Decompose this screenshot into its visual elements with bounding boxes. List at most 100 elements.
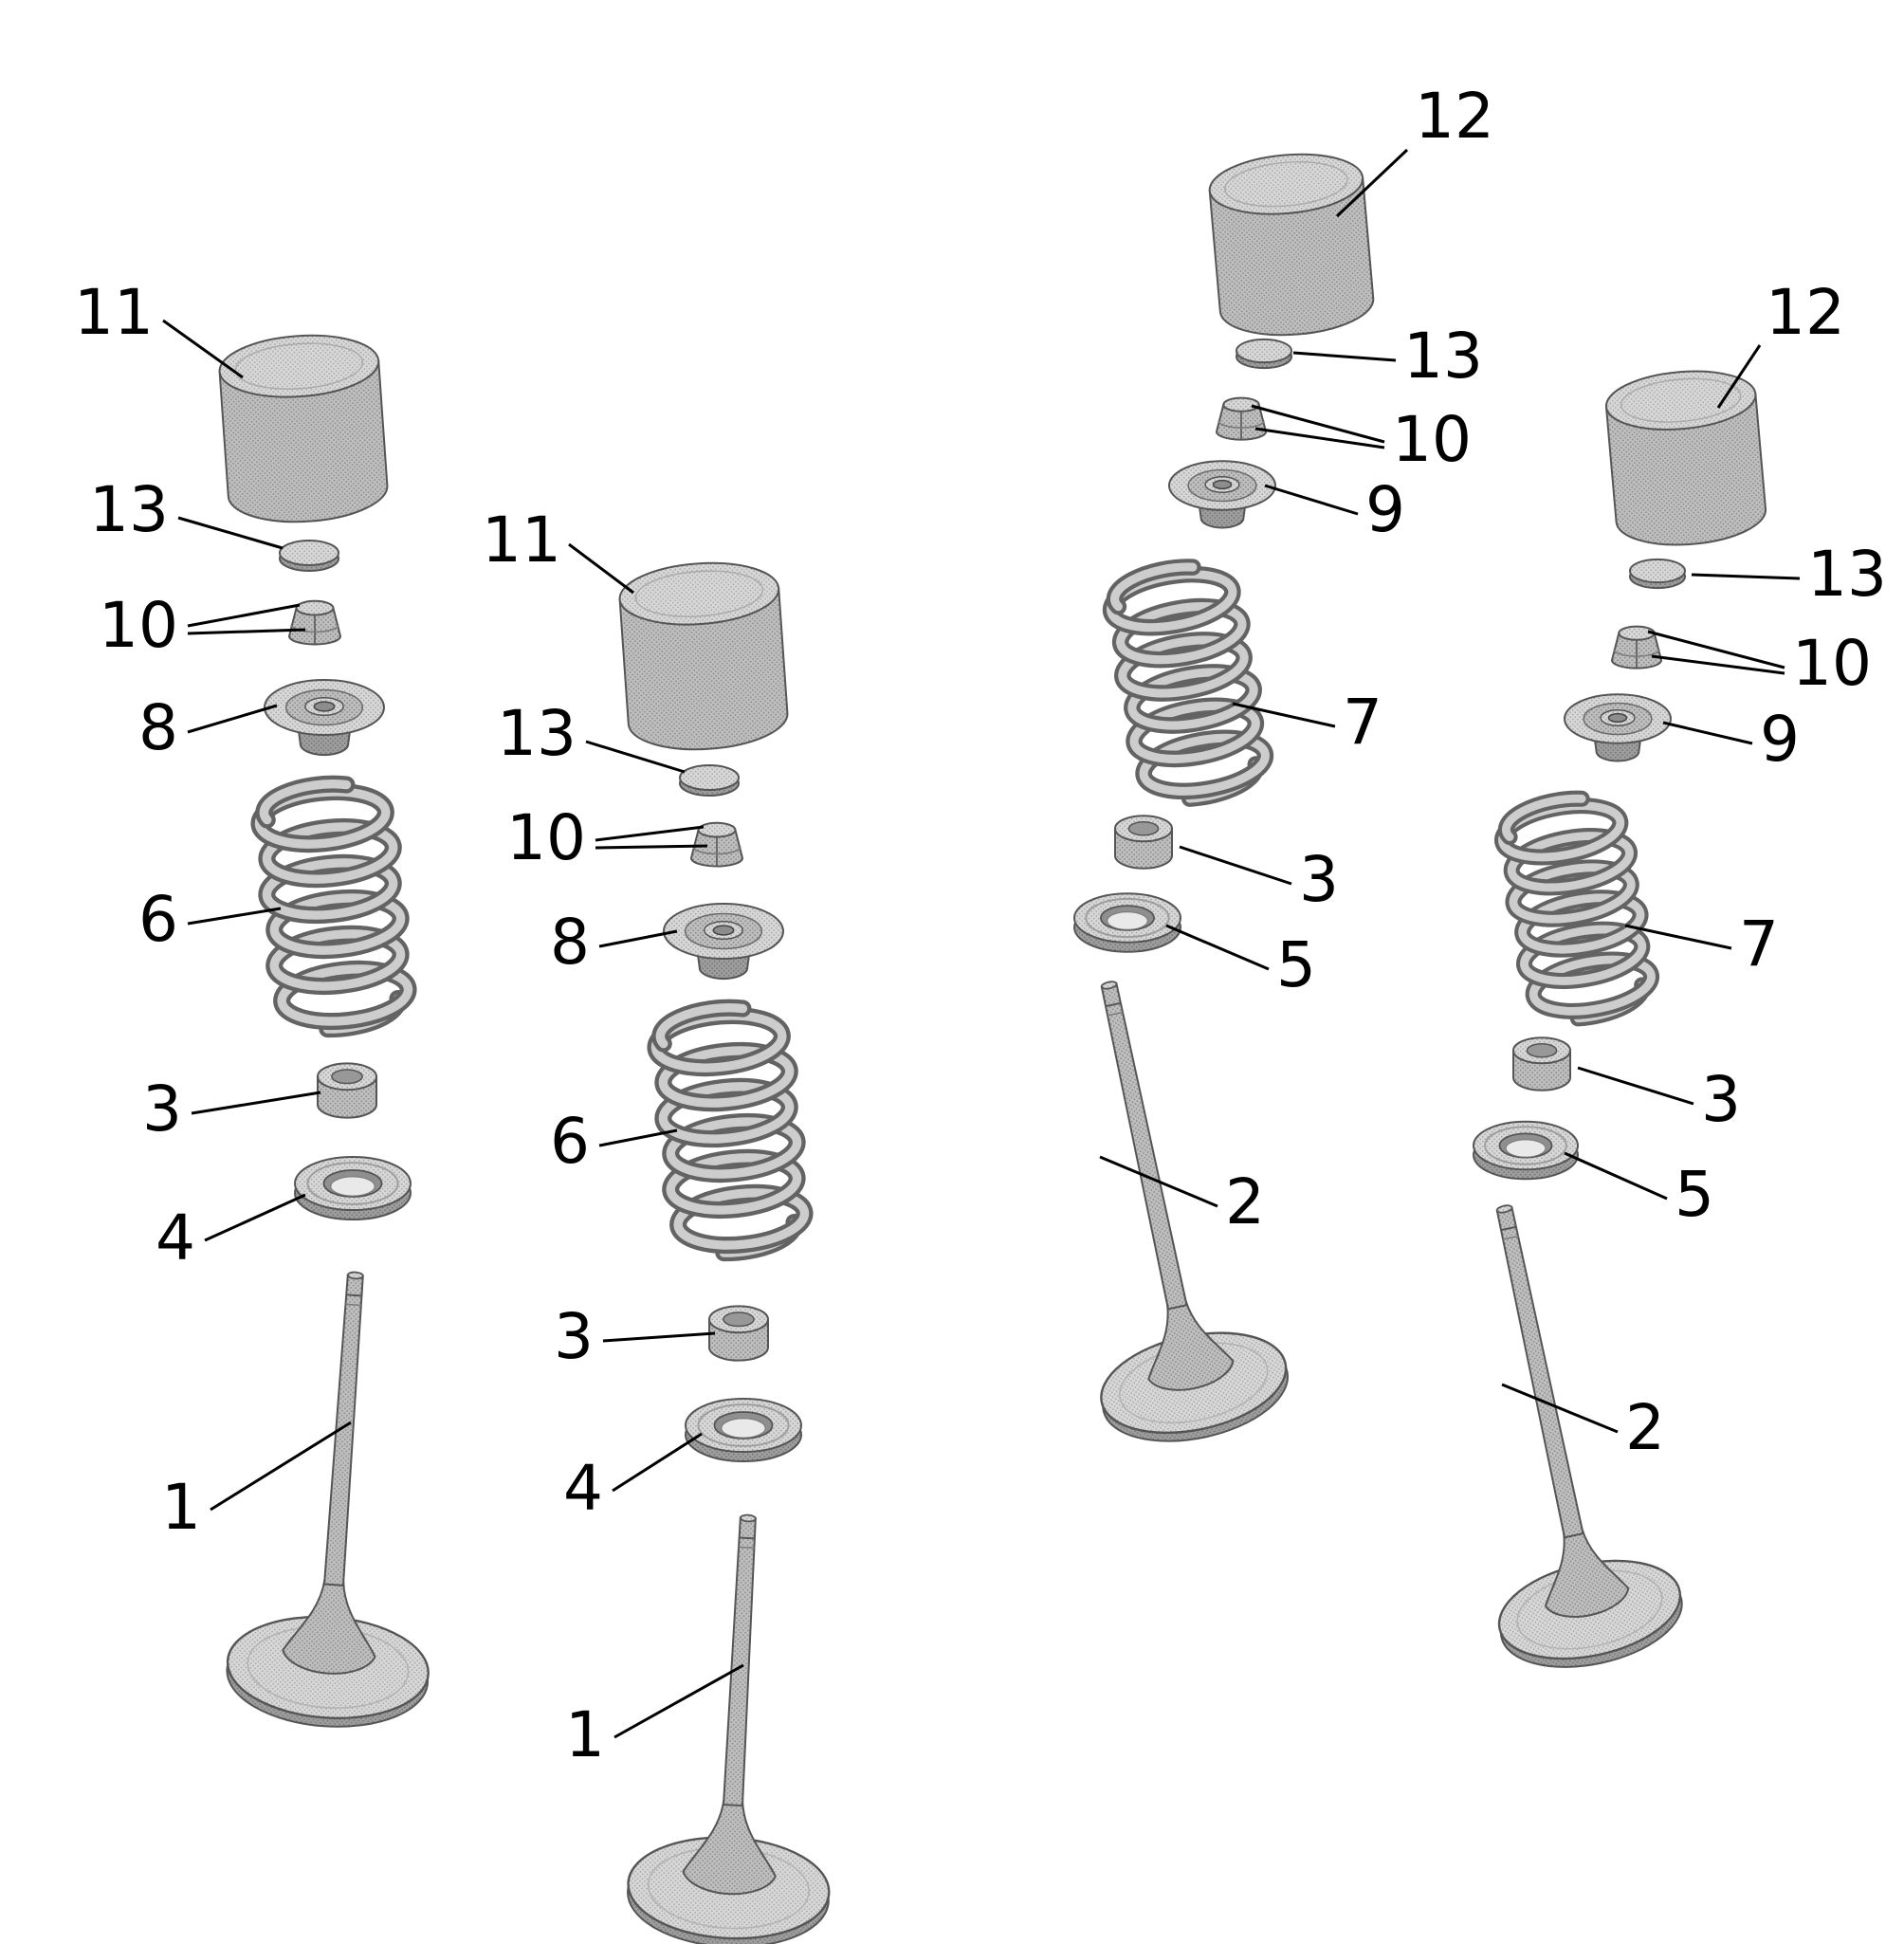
a2-valve-spring-6 (647, 999, 814, 1262)
callout-label-3: 3 (1299, 843, 1339, 916)
a1-stem-seal-3 (317, 1062, 377, 1119)
leader-line (568, 542, 634, 595)
leader-line (210, 1421, 352, 1512)
callout-label-10: 10 (506, 801, 586, 874)
a3-stem-seal-3 (1114, 815, 1173, 870)
a3-spring-retainer-9 (1168, 460, 1276, 529)
leader-line (177, 516, 284, 550)
callout-label-13: 13 (497, 697, 577, 770)
leader-line (1165, 924, 1270, 971)
callout-label-12: 12 (1415, 80, 1494, 153)
leader-line (1099, 1155, 1218, 1208)
leader-line (612, 1432, 703, 1493)
leader-line (595, 844, 708, 850)
callout-label-5: 5 (1276, 928, 1316, 1001)
a1-spring-seat-4 (294, 1155, 412, 1221)
leader-line (1232, 702, 1336, 728)
callout-label-3: 3 (554, 1300, 594, 1373)
callout-label-1: 1 (565, 1698, 605, 1771)
a2-tappet-bucket-11 (618, 561, 789, 751)
leader-line (1577, 1066, 1694, 1106)
a3-exhaust-valve-2 (1100, 981, 1290, 1442)
a4-tappet-bucket-12 (1604, 370, 1767, 546)
leader-line (1651, 654, 1785, 675)
a4-stem-seal-3 (1512, 1036, 1571, 1091)
a1-intake-valve-1 (226, 1271, 430, 1728)
callout-label-13: 13 (1807, 538, 1887, 611)
a2-spring-seat-4 (685, 1397, 802, 1463)
a1-adjusting-shim-13 (279, 539, 339, 573)
leader-line (585, 740, 686, 774)
callout-label-6: 6 (138, 883, 178, 956)
a1-tappet-bucket-11 (218, 334, 389, 523)
callout-label-7: 7 (1739, 908, 1779, 981)
a1-valve-spring-6 (250, 775, 417, 1038)
a1-valve-cotters-10 (287, 599, 342, 646)
a4-exhaust-valve-2 (1495, 1204, 1683, 1668)
a2-spring-retainer-8 (663, 903, 784, 981)
callout-label-10: 10 (1392, 403, 1472, 476)
callout-label-12: 12 (1766, 276, 1845, 349)
leader-line (187, 907, 282, 926)
leader-line (1647, 630, 1785, 669)
callout-label-7: 7 (1343, 686, 1382, 759)
a4-adjusting-shim-13 (1629, 558, 1686, 590)
leader-line (1179, 845, 1292, 886)
callout-label-11: 11 (482, 504, 561, 577)
a4-spring-retainer-9 (1564, 693, 1672, 762)
leader-line (1251, 404, 1385, 444)
leader-line (187, 628, 306, 635)
a4-valve-cotters-10 (1610, 625, 1663, 669)
callout-label-9: 9 (1760, 703, 1800, 776)
leader-line (191, 1091, 321, 1115)
callout-layer: 1113108634111131086341121310973521213109… (74, 80, 1887, 1771)
leader-line (204, 1193, 306, 1242)
parts-layer (218, 153, 1767, 1944)
callout-label-4: 4 (156, 1201, 195, 1275)
callout-label-6: 6 (550, 1105, 590, 1178)
leader-line (595, 825, 705, 842)
callout-label-2: 2 (1225, 1165, 1265, 1238)
leader-line (1292, 351, 1397, 362)
a2-valve-cotters-10 (689, 821, 744, 868)
a3-valve-cotters-10 (1215, 396, 1268, 441)
leader-line (1254, 427, 1385, 449)
callout-label-13: 13 (1403, 320, 1483, 393)
a3-adjusting-shim-13 (1236, 338, 1292, 370)
leader-line (1564, 1151, 1668, 1201)
callout-label-13: 13 (89, 473, 169, 546)
leader-line (1662, 721, 1753, 745)
a4-spring-seat-5 (1473, 1120, 1579, 1181)
leader-line (602, 1331, 716, 1343)
a4-valve-spring-7 (1493, 790, 1660, 1027)
callout-label-8: 8 (138, 691, 178, 764)
leader-line (598, 1128, 678, 1147)
leader-line (598, 929, 678, 948)
a3-spring-seat-5 (1073, 892, 1181, 953)
a2-stem-seal-3 (708, 1305, 769, 1362)
callout-label-2: 2 (1625, 1391, 1665, 1464)
callout-label-8: 8 (550, 906, 590, 979)
leader-line (187, 704, 278, 734)
callout-label-3: 3 (142, 1073, 182, 1146)
leader-line (187, 603, 301, 628)
leader-line (162, 319, 244, 379)
callout-label-10: 10 (1792, 627, 1872, 700)
callout-label-9: 9 (1365, 473, 1405, 546)
a3-tappet-bucket-12 (1208, 153, 1375, 337)
leader-line (613, 1663, 744, 1739)
a3-valve-spring-7 (1102, 559, 1274, 807)
leader-line (1716, 344, 1762, 409)
callout-label-1: 1 (161, 1471, 201, 1544)
a2-intake-valve-1 (627, 1513, 831, 1944)
leader-line (1264, 484, 1359, 516)
callout-label-10: 10 (99, 589, 178, 662)
a1-spring-retainer-8 (264, 679, 385, 757)
leader-line (1624, 924, 1732, 950)
leader-line (1501, 1383, 1619, 1434)
callout-label-11: 11 (74, 276, 154, 349)
callout-label-4: 4 (563, 1452, 603, 1525)
leader-line (1691, 573, 1801, 580)
